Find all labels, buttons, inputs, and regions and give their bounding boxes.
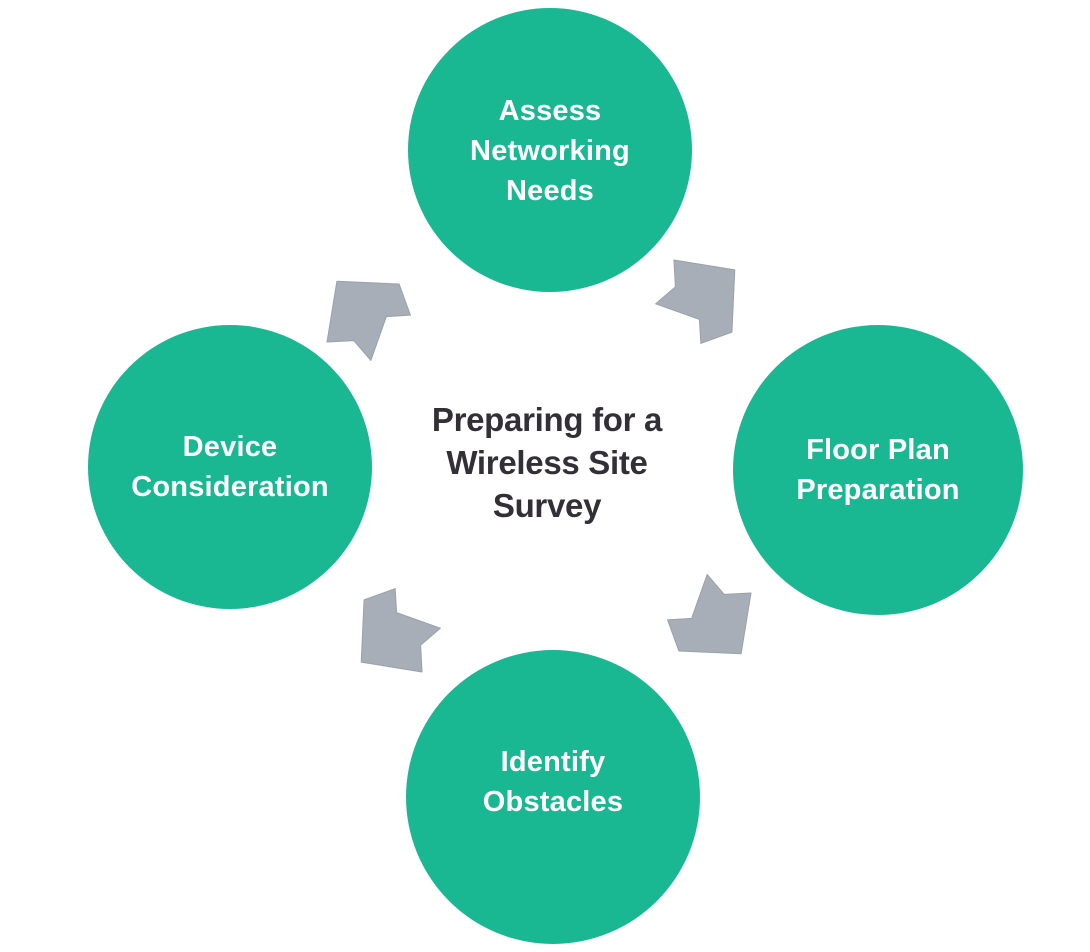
flow-arrow-bottom-to-left-icon: [360, 588, 441, 673]
flow-arrow-top-to-right-icon: [655, 259, 736, 344]
cycle-step-identify-obstacles: Identify Obstacles: [406, 650, 700, 944]
arrow-shape: [667, 574, 752, 655]
flow-arrow-left-to-top-icon: [326, 280, 411, 361]
cycle-step-label: Floor Plan Preparation: [796, 433, 960, 506]
cycle-step-label: Identify Obstacles: [482, 745, 624, 818]
cycle-step-label: Device Consideration: [131, 430, 329, 503]
cycle-step-assess-networking-needs: Assess Networking Needs: [408, 8, 692, 292]
flow-arrow-right-to-bottom-icon: [667, 574, 752, 655]
arrow-shape: [360, 588, 441, 673]
diagram-title: Preparing for a Wireless Site Survey: [431, 401, 663, 524]
cycle-step-floor-plan-preparation: Floor Plan Preparation: [733, 325, 1023, 615]
cycle-step-label: Assess Networking Needs: [470, 94, 630, 207]
arrow-shape: [655, 259, 736, 344]
cycle-step-device-consideration: Device Consideration: [88, 325, 372, 609]
arrow-shape: [326, 280, 411, 361]
